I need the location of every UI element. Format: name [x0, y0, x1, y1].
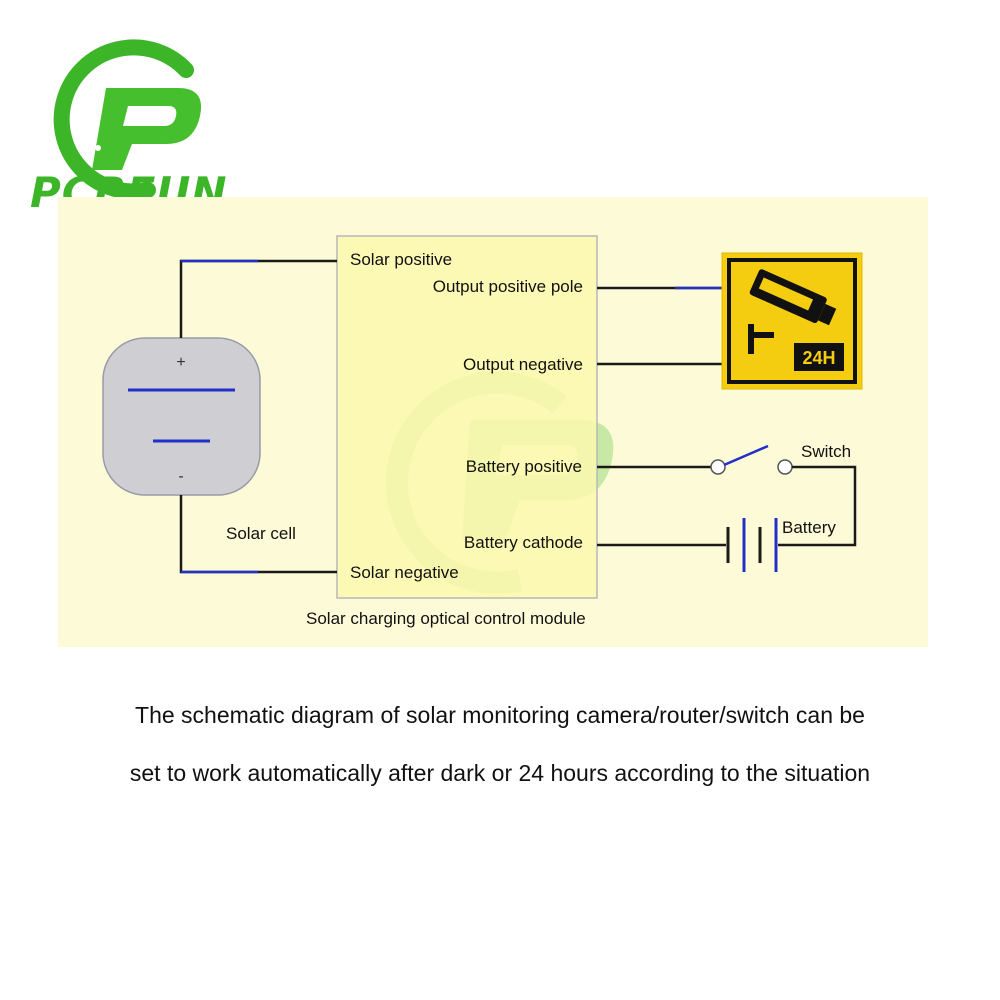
module-title: Solar charging optical control module [306, 609, 586, 628]
solar-cell-plus: + [176, 354, 185, 371]
label-solar-negative: Solar negative [350, 563, 459, 582]
label-battery-cathode: Battery cathode [463, 533, 583, 552]
caption-line-2: set to work automatically after dark or … [129, 760, 871, 786]
label-output-negative: Output negative [462, 355, 583, 374]
label-output-positive-pole: Output positive pole [432, 277, 583, 296]
wire-switch-to-battery [778, 465, 857, 547]
battery-symbol-icon [726, 518, 778, 572]
label-battery-positive: Battery positive [465, 457, 582, 476]
label-solar-positive: Solar positive [350, 250, 453, 269]
switch-terminal-right [777, 459, 793, 475]
solar-cell-minus: - [178, 468, 183, 485]
pcbfun-logo-icon [53, 39, 202, 200]
caption-line-1: The schematic diagram of solar monitorin… [135, 702, 865, 728]
schematic-diagram: + - 24H [102, 235, 863, 599]
label-switch: Switch [801, 442, 852, 461]
switch-lever [723, 444, 769, 467]
surveillance-camera-icon [721, 252, 863, 390]
switch-terminal-left [710, 459, 726, 475]
label-solar-cell: Solar cell [226, 524, 296, 543]
wire-solar-positive [179, 259, 337, 338]
camera-badge-text: 24H [802, 348, 835, 368]
control-module-box [336, 235, 598, 599]
label-battery: Battery [782, 518, 836, 537]
